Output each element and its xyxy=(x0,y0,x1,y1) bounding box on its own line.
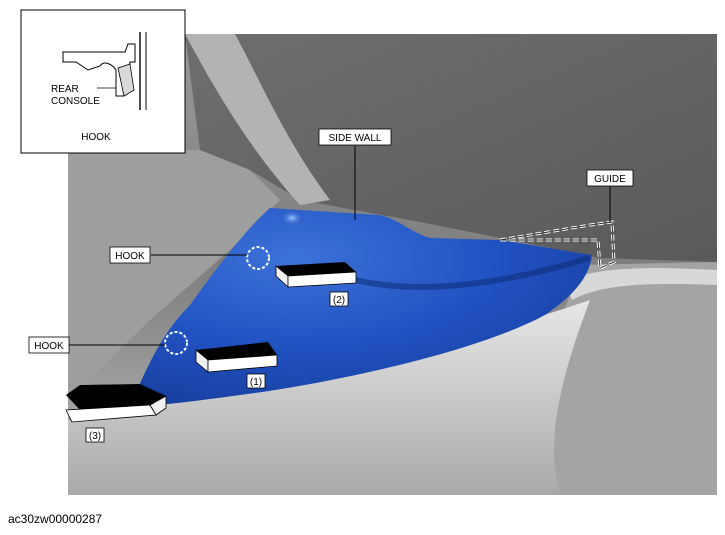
side-wall-label: SIDE WALL xyxy=(329,133,382,144)
inset-rear-label: REAR xyxy=(51,84,79,95)
left-trim-surface xyxy=(68,150,280,400)
guide-outline-inner xyxy=(499,221,615,269)
arrow-step-2 xyxy=(275,262,357,288)
step-3-label: (3) xyxy=(89,431,101,442)
arrow-step-3 xyxy=(65,384,167,423)
upper-trim-surface xyxy=(185,34,717,262)
hook-upper-label: HOOK xyxy=(115,251,145,262)
guide-label: GUIDE xyxy=(594,174,626,185)
step-1-label: (1) xyxy=(250,377,262,388)
step-2-label: (2) xyxy=(333,295,345,306)
hook-lower-label: HOOK xyxy=(34,341,64,352)
inset-console-label: CONSOLE xyxy=(51,96,100,107)
panel-crease xyxy=(354,255,591,290)
figure-id: ac30zw00000287 xyxy=(8,512,103,526)
panel-glint xyxy=(280,210,304,226)
pillar-trim xyxy=(185,34,330,205)
hook-detail-inset: REAR CONSOLE HOOK xyxy=(20,9,186,154)
floor-surface xyxy=(68,300,590,495)
side-ridge xyxy=(565,268,717,300)
hook-marker-lower xyxy=(164,331,188,355)
inset-title: HOOK xyxy=(81,132,111,143)
arrow-step-1 xyxy=(195,342,278,373)
hook-marker-upper xyxy=(246,246,270,270)
